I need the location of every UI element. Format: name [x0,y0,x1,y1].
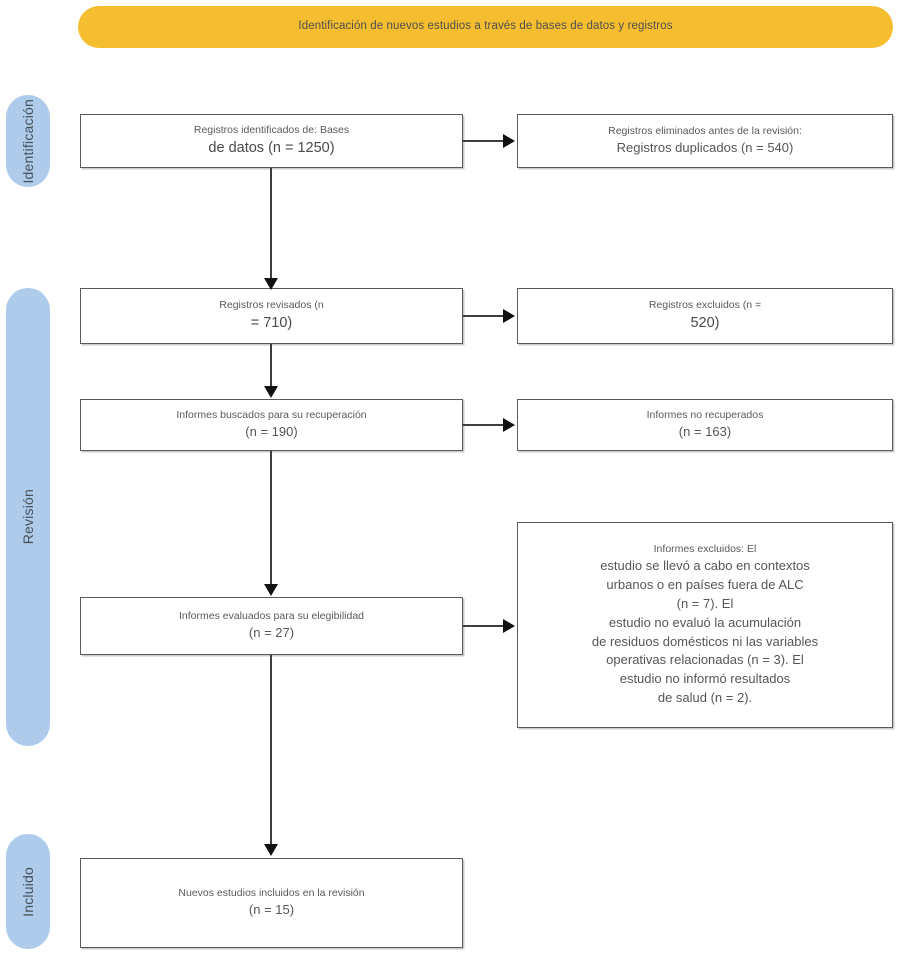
arrowhead-down-sought [264,386,278,398]
box-records-removed-line1: Registros eliminados antes de la revisió… [608,124,802,137]
box-reports-sought-line2: (n = 190) [245,424,298,440]
box-reports-sought-line1: Informes buscados para su recuperación [176,408,367,421]
stage-pill-included: Incluido [6,834,50,949]
box-reports-excluded-line9: de salud (n = 2). [657,690,753,706]
connector-sought-to-assessed [270,451,272,585]
arrowhead-right-reports-excluded [503,619,515,633]
stage-pill-identification: Identificación [6,95,50,187]
arrowhead-down-assessed [264,584,278,596]
connector-identified-to-screened [270,168,272,281]
arrowhead-right-excluded [503,309,515,323]
box-records-excluded: Registros excluidos (n = 520) [517,288,893,344]
box-records-screened-line1: Registros revisados (n [219,298,324,311]
stage-label-included: Incluido [20,866,36,917]
connector-screened-to-excluded [463,315,505,317]
arrowhead-right-removed [503,134,515,148]
connector-screened-to-sought [270,344,272,387]
connector-assessed-to-reports-excluded [463,625,505,627]
connector-assessed-to-included [270,655,272,845]
box-records-identified-line1: Registros identificados de: Bases [193,123,350,136]
box-records-screened: Registros revisados (n = 710) [80,288,463,344]
box-reports-assessed-line2: (n = 27) [248,625,295,641]
box-reports-not-retrieved: Informes no recuperados (n = 163) [517,399,893,451]
box-reports-excluded-line6: de residuos domésticos ni las variables [591,633,819,649]
box-reports-excluded-line4: (n = 7). El [676,595,734,611]
banner-title: Identificación de nuevos estudios a trav… [298,20,673,33]
box-reports-not-retrieved-line1: Informes no recuperados [646,408,764,421]
box-reports-excluded-line1: Informes excluidos: El [653,543,757,556]
box-records-removed-line2: Registros duplicados (n = 540) [616,140,794,156]
box-records-identified-line2: de datos (n = 1250) [208,139,335,156]
box-reports-excluded-line8: estudio no informó resultados [619,671,791,687]
box-reports-excluded-line3: urbanos o en países fuera de ALC [606,577,804,593]
box-reports-assessed-line1: Informes evaluados para su elegibilidad [178,609,365,622]
box-reports-excluded-line2: estudio se llevó a cabo en contextos [600,558,810,574]
box-reports-assessed: Informes evaluados para su elegibilidad … [80,597,463,655]
connector-identified-to-removed [463,140,505,142]
arrowhead-right-not-retrieved [503,418,515,432]
arrowhead-down-screened [264,278,278,290]
arrowhead-down-included [264,844,278,856]
identification-banner: Identificación de nuevos estudios a trav… [78,6,893,48]
box-records-screened-line2: = 710) [250,314,293,331]
box-records-identified: Registros identificados de: Bases de dat… [80,114,463,168]
box-reports-not-retrieved-line2: (n = 163) [678,424,732,440]
box-studies-included-line2: (n = 15) [248,902,295,918]
stage-label-identification: Identificación [20,98,36,184]
box-studies-included: Nuevos estudios incluidos en la revisión… [80,858,463,948]
box-studies-included-line1: Nuevos estudios incluidos en la revisión [178,886,365,899]
box-records-excluded-line2: 520) [690,314,720,331]
stage-pill-screening: Revisión [6,288,50,746]
connector-sought-to-not-retrieved [463,424,505,426]
box-reports-excluded-detail: Informes excluidos: El estudio se llevó … [517,522,893,728]
box-records-excluded-line1: Registros excluidos (n = [648,298,762,311]
box-reports-excluded-line7: operativas relacionadas (n = 3). El [606,652,804,668]
stage-label-screening: Revisión [20,489,36,545]
box-reports-sought: Informes buscados para su recuperación (… [80,399,463,451]
box-reports-excluded-line5: estudio no evaluó la acumulación [608,614,802,630]
box-records-removed: Registros eliminados antes de la revisió… [517,114,893,168]
